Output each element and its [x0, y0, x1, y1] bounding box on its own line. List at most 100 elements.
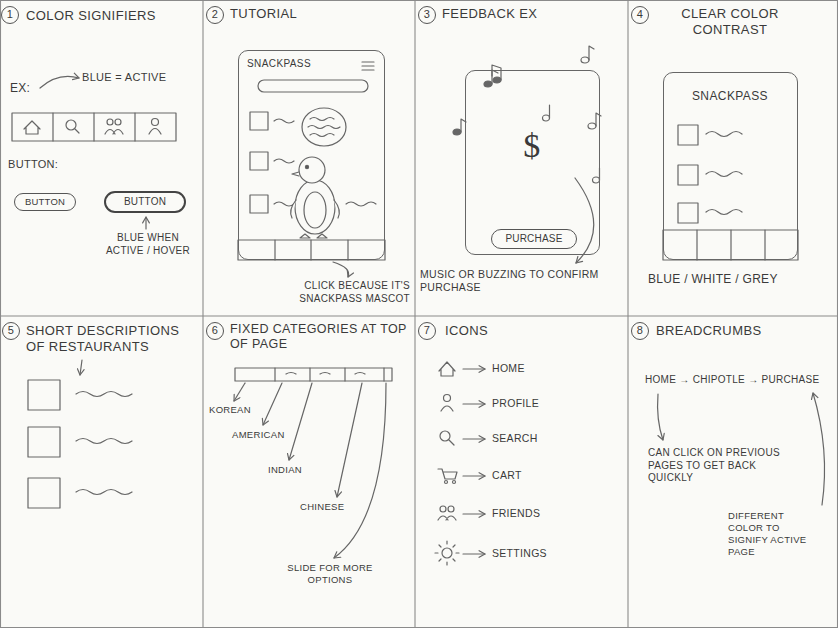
leader-arrow [334, 383, 386, 558]
icon-list [438, 516, 456, 520]
music-note [596, 113, 601, 126]
note-label: PROFILE [492, 397, 602, 410]
phone-content [678, 125, 698, 145]
nav-bar [107, 119, 113, 125]
phone-content [678, 203, 698, 223]
icon-list [442, 548, 452, 558]
nav-bar [93, 113, 94, 141]
number-circle: 1 [1, 6, 19, 24]
leader-arrow [463, 403, 485, 404]
note-label: CAN CLICK ON PREVIOUS PAGES TO GET BACK … [648, 447, 798, 485]
leader-arrow [813, 393, 825, 505]
music-note [543, 115, 550, 121]
sketch-panel: SHORT DESCRIPTIONS OF RESTAURANTS5 [0, 316, 203, 628]
panel-title: COLOR SIGNIFIERS [26, 8, 198, 24]
callout-number: 7 [419, 323, 435, 339]
icon-list [440, 506, 446, 512]
restaurant-list [28, 478, 60, 508]
leader-arrow [463, 368, 485, 369]
category-bar [235, 368, 392, 381]
phone-content [274, 119, 294, 123]
penguin-mascot [292, 172, 299, 176]
callout-number: 1 [2, 7, 18, 23]
note-label: HOME → CHIPOTLE → PURCHASE [645, 374, 835, 387]
phone-content [706, 132, 742, 137]
restaurant-list [80, 360, 82, 375]
music-note [492, 65, 501, 80]
note-label: SEARCH [492, 432, 602, 445]
leader-arrow [263, 383, 282, 425]
music-note [484, 81, 492, 87]
note-label: KOREAN [209, 404, 271, 416]
leader-arrow [575, 178, 594, 263]
phone-content [250, 112, 268, 130]
restaurant-list [76, 490, 132, 495]
icon-list [438, 469, 457, 479]
phone-screen: SNACKPASS [663, 72, 798, 260]
phone-content [310, 240, 311, 260]
penguin-mascot [305, 165, 308, 168]
leader-arrow [463, 369, 485, 554]
music-note [589, 46, 594, 60]
music-note [593, 177, 600, 183]
phone-content [663, 230, 798, 260]
nav-bar [52, 113, 53, 141]
restaurant-list [28, 360, 132, 508]
music-note [543, 105, 550, 121]
leader-arrow [463, 513, 485, 514]
phone-content [238, 240, 385, 260]
callout-number: 5 [3, 323, 19, 339]
button-label: BUTTON [106, 193, 184, 211]
panel-grid [627, 0, 628, 628]
penguin-mascot [291, 200, 340, 218]
number-circle: 7 [418, 322, 436, 340]
nav-bar [12, 113, 176, 141]
leader-arrow [463, 438, 485, 439]
phone-content [308, 118, 340, 137]
phone-content [347, 240, 348, 260]
button-label: PURCHASE [492, 230, 576, 248]
icon-list [441, 406, 453, 411]
icon-list [445, 481, 448, 484]
leader-arrow [234, 383, 245, 401]
panel-title: ICONS [445, 323, 595, 339]
number-circle: 4 [631, 6, 649, 24]
callout-number: 4 [632, 7, 648, 23]
music-note [588, 123, 596, 129]
leader-arrow [575, 178, 594, 263]
sketch-panel: CLEAR COLOR CONTRAST4SNACKPASS [628, 0, 838, 316]
phone-content [663, 125, 798, 260]
panel-title: FIXED CATEGORIES AT TOP OF PAGE [230, 322, 410, 352]
leader-arrow [234, 383, 386, 558]
panel-title: TUTORIAL [230, 6, 400, 22]
number-circle: 6 [206, 322, 224, 340]
nav-bar [134, 113, 135, 141]
note-label: EX: [10, 81, 42, 96]
phone-content [258, 80, 368, 92]
nav-bar [24, 121, 40, 134]
panel-grid [0, 315, 838, 316]
music-note [549, 105, 550, 118]
note-label: HOME [492, 362, 602, 375]
button-label: BUTTON [15, 194, 75, 210]
phone-content [274, 202, 294, 206]
note-label: SETTINGS [492, 547, 602, 560]
callout-number: 2 [207, 7, 223, 23]
phone-content [250, 152, 268, 170]
callout-number: 3 [419, 7, 435, 23]
icon-list [435, 541, 459, 565]
phone-content [730, 230, 731, 260]
category-bar [235, 368, 392, 381]
phone-content [346, 202, 376, 206]
note-label: CLICK BECAUSE IT'S SNACKPASS MASCOT [278, 280, 410, 305]
nav-bar [105, 130, 123, 135]
phone-screen: $PURCHASE [465, 70, 600, 255]
music-note [581, 57, 589, 63]
panel-title: FEEDBACK EX [442, 6, 612, 22]
restaurant-list [28, 427, 60, 457]
note-label: BLUE = ACTIVE [82, 71, 194, 85]
phone-content [250, 195, 268, 213]
